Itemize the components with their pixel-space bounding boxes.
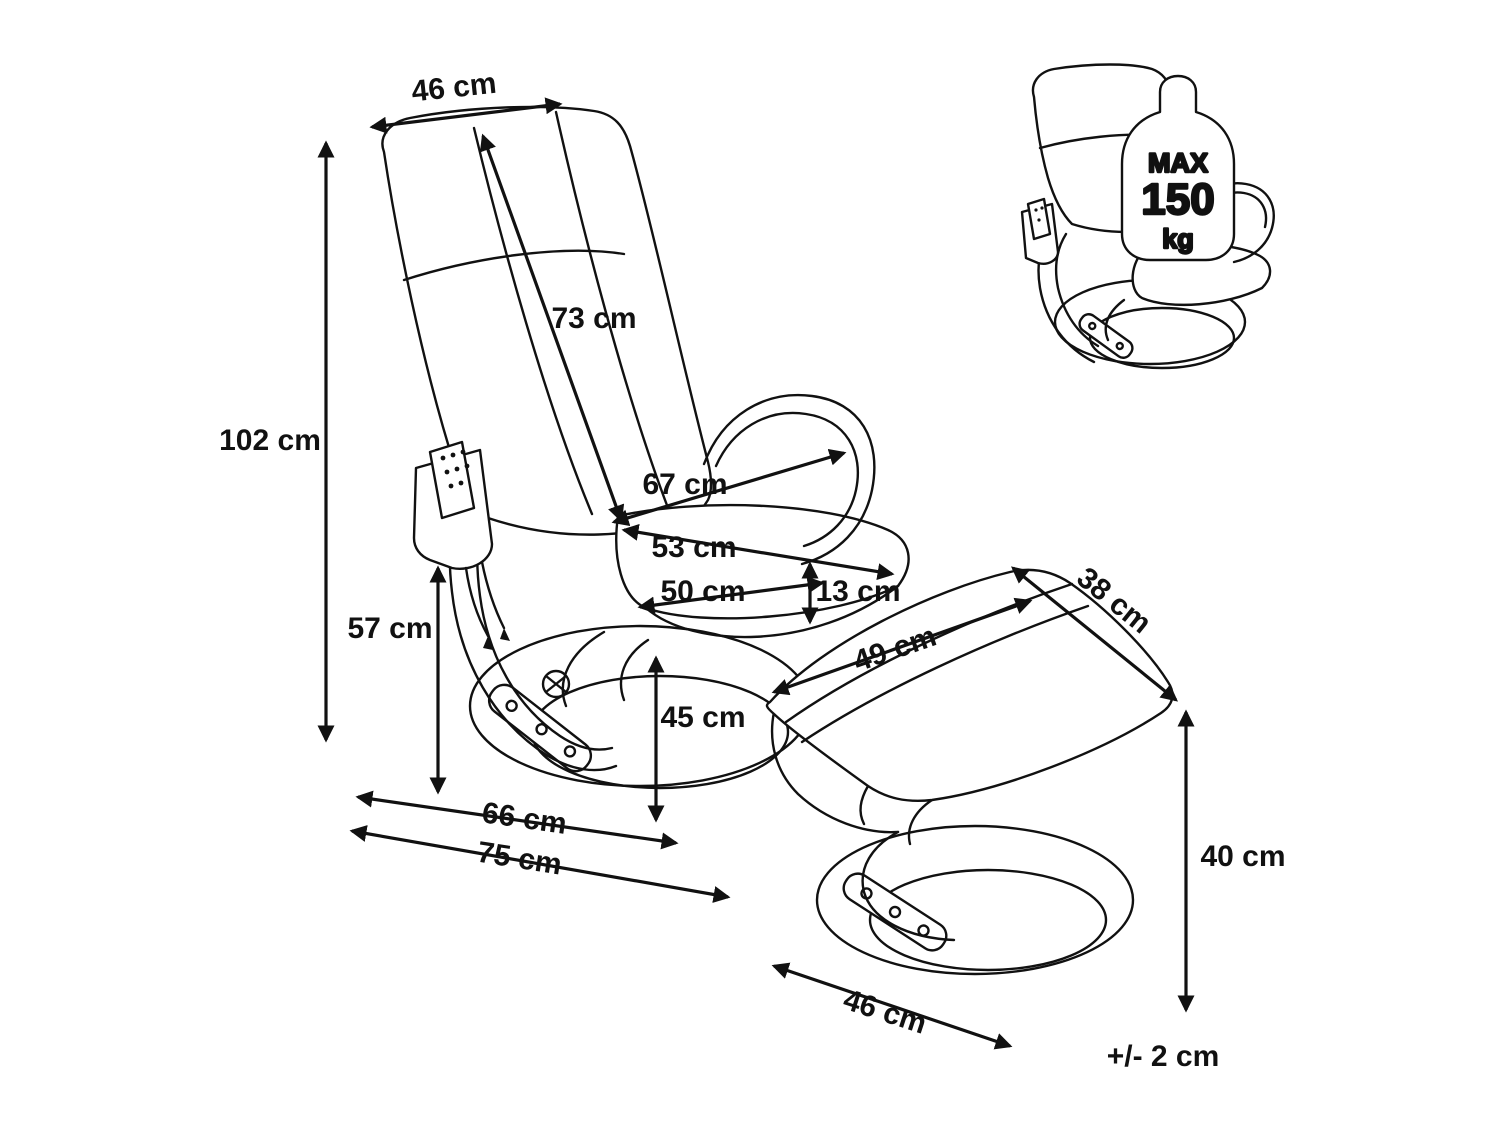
dim-label-stool-height: 40 cm (1200, 840, 1285, 873)
dim-arrow-seat-depth-diagonal (611, 449, 847, 526)
max-load-label-line1: MAX (1148, 148, 1208, 178)
dim-label-backrest-length: 73 cm (551, 302, 636, 335)
dim-label-headrest-width: 46 cm (410, 67, 498, 109)
dimension-arrows (317, 97, 1195, 1050)
dim-arrow-backrest-length (479, 133, 625, 523)
dim-label-cushion-thickness: 13 cm (815, 575, 900, 608)
cord (464, 566, 490, 638)
chair-knob (541, 669, 571, 699)
max-load-label-line3: kg (1162, 224, 1194, 254)
dim-label-total-height: 102 cm (219, 424, 321, 457)
chair-foot-plate (487, 683, 593, 773)
stool-leg (861, 830, 956, 942)
dim-label-seat-width: 53 cm (651, 531, 736, 564)
stool-skirt (770, 710, 900, 834)
dim-arrow-stool-depth (771, 597, 1033, 696)
dim-arrow-stool-width (1011, 566, 1178, 702)
max-weight-bottle (1120, 74, 1236, 262)
dim-label-total-depth: 75 cm (475, 836, 564, 882)
dim-arrow-cushion-width (637, 576, 825, 614)
dim-label-seat-height: 45 cm (660, 701, 745, 734)
dim-arrow-headrest-width (369, 97, 563, 134)
dim-label-armrest-height: 57 cm (347, 612, 432, 645)
tolerance-label: +/- 2 cm (1107, 1040, 1220, 1073)
dim-arrow-total-depth (349, 825, 731, 903)
dim-arrow-seat-width (621, 523, 895, 581)
max-load-label-line2: 150 (1141, 175, 1214, 224)
footstool-drawing (765, 568, 1174, 976)
chair-pedestal (561, 630, 606, 708)
remote-control (428, 440, 476, 520)
dim-label-cushion-width: 50 cm (660, 575, 745, 608)
dim-arrow-stool-base-width (771, 962, 1013, 1050)
dim-label-seat-depth-diagonal: 67 cm (642, 468, 727, 501)
dim-label-stool-base-width: 46 cm (839, 983, 930, 1041)
dim-label-base-depth: 66 cm (480, 796, 569, 841)
stool-foot-plate (842, 872, 948, 952)
inset-base-inner-ring (1088, 306, 1236, 370)
max-load-inset: MAX 150 kg (1020, 63, 1275, 370)
